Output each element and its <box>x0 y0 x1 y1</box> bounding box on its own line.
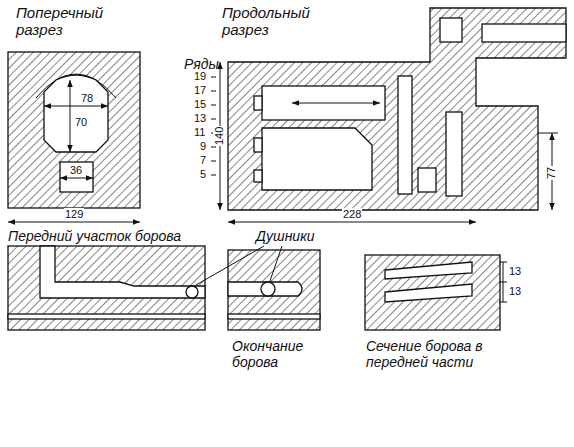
dimension: 36 <box>69 164 83 177</box>
view-caption: Окончание борова <box>232 338 332 370</box>
firebox <box>44 75 108 152</box>
door <box>254 138 262 152</box>
row-number: 9 <box>199 140 207 153</box>
row-number: 19 <box>193 70 207 83</box>
upper-chamber <box>262 86 385 120</box>
view-title: Продольный разрез <box>222 4 322 39</box>
row-tick <box>211 161 216 162</box>
view-caption: Сечение борова в передней части <box>366 338 484 370</box>
smoke-channel <box>446 112 462 196</box>
row-tick <box>211 105 216 106</box>
dimension: 78 <box>80 92 94 105</box>
row-tick <box>211 91 216 92</box>
flue-channel <box>228 282 302 296</box>
dimension: 228 <box>342 208 362 221</box>
dimension: 13 <box>508 265 522 278</box>
row-number: 7 <box>199 154 207 167</box>
leader-line <box>196 246 264 285</box>
brick-masonry <box>228 250 320 330</box>
door <box>254 96 262 110</box>
brick-masonry <box>8 246 205 330</box>
view-title: Поперечный разрез <box>16 4 111 39</box>
flue-slot <box>385 284 472 302</box>
damper-hole <box>261 282 275 296</box>
callout-label: Душники <box>256 228 315 244</box>
flue-channel <box>40 246 205 298</box>
row-tick <box>211 119 216 120</box>
row-number: 17 <box>193 84 207 97</box>
brick-masonry <box>365 255 500 330</box>
firebox <box>262 128 372 190</box>
view-caption: Передний участок борова <box>8 228 181 244</box>
row-tick <box>211 77 216 78</box>
dimension: 140 <box>213 126 226 146</box>
leader-line <box>270 246 282 281</box>
damper-hole <box>186 286 198 298</box>
brick-masonry <box>8 52 140 208</box>
dimension: 13 <box>508 285 522 298</box>
dimension: 70 <box>74 116 88 129</box>
row-number: 15 <box>193 98 207 111</box>
brick-masonry <box>228 8 566 210</box>
door <box>254 170 262 182</box>
smoke-channel <box>398 76 412 194</box>
row-number: 11 <box>193 126 206 139</box>
row-number: 13 <box>193 112 207 125</box>
ash-pit <box>60 162 93 192</box>
dimension: 77 <box>545 166 558 180</box>
flue-pipe <box>482 24 566 42</box>
dimension: 129 <box>64 208 84 221</box>
row-tick <box>211 175 216 176</box>
row-number: 5 <box>199 168 207 181</box>
flue-slot <box>385 262 472 279</box>
row-tick <box>211 147 216 148</box>
